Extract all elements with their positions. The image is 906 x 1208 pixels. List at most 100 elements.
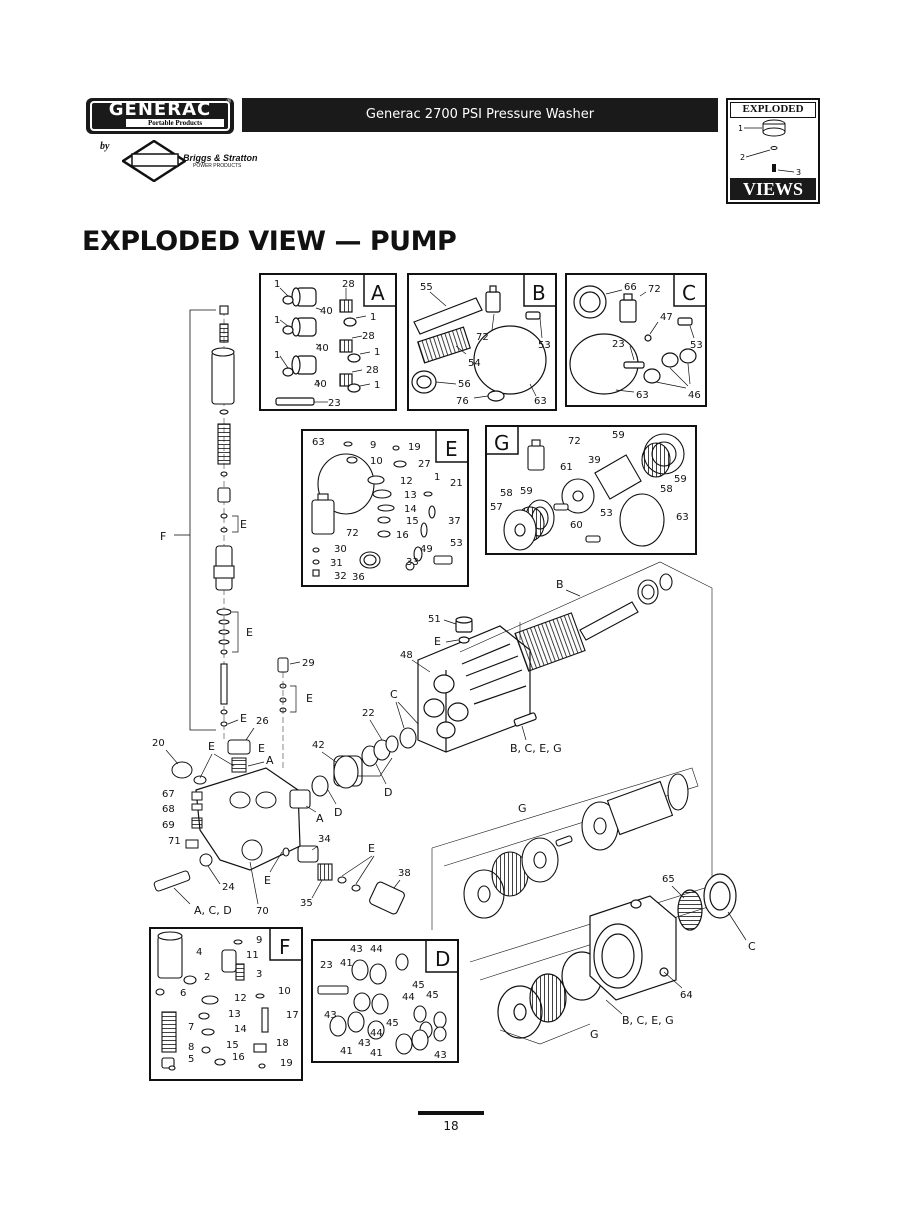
svg-text:76: 76 [456, 396, 469, 407]
svg-text:14: 14 [234, 1024, 247, 1035]
svg-text:10: 10 [370, 456, 383, 467]
label-e-6: E [264, 874, 271, 887]
svg-text:3: 3 [256, 969, 262, 980]
label-f: F [160, 530, 166, 543]
briggs-sub: POWER PRODUCTS [193, 163, 242, 169]
label-69: 69 [162, 820, 175, 831]
svg-text:12: 12 [400, 476, 413, 487]
briggs-name: Briggs & Stratton [183, 153, 258, 163]
svg-text:15: 15 [406, 516, 419, 527]
label-b-1: B [556, 578, 564, 591]
label-e-5: E [258, 742, 265, 755]
svg-text:72: 72 [648, 284, 661, 295]
svg-text:63: 63 [676, 512, 689, 523]
svg-text:19: 19 [408, 442, 421, 453]
svg-text:8: 8 [188, 1042, 194, 1053]
svg-text:61: 61 [560, 462, 573, 473]
svg-text:5: 5 [188, 1054, 194, 1065]
label-e-8: E [434, 635, 441, 648]
svg-text:43: 43 [350, 944, 363, 955]
svg-text:59: 59 [612, 430, 625, 441]
label-g-2: G [590, 1028, 599, 1041]
kit-f-letter: F [279, 935, 291, 959]
label-26: 26 [256, 716, 269, 727]
label-a-1: A [266, 754, 274, 767]
svg-text:72: 72 [346, 528, 359, 539]
label-e-3: E [240, 712, 247, 725]
label-71: 71 [168, 836, 181, 847]
label-42: 42 [312, 740, 325, 751]
label-bceg-2: B, C, E, G [622, 1014, 674, 1027]
svg-text:1: 1 [274, 279, 280, 290]
svg-text:63: 63 [534, 396, 547, 407]
svg-text:53: 53 [450, 538, 463, 549]
label-24: 24 [222, 882, 235, 893]
label-35: 35 [300, 898, 313, 909]
svg-text:28: 28 [366, 365, 379, 376]
badge-top-label: EXPLODED [730, 102, 816, 118]
label-c-1: C [390, 688, 398, 701]
product-title-bar: Generac 2700 PSI Pressure Washer [242, 98, 718, 132]
svg-text:32: 32 [334, 571, 347, 582]
kit-e-letter: E [445, 437, 458, 461]
svg-text:13: 13 [404, 490, 417, 501]
svg-text:15: 15 [226, 1040, 239, 1051]
label-70: 70 [256, 906, 269, 917]
svg-text:9: 9 [370, 440, 376, 451]
svg-text:21: 21 [450, 478, 463, 489]
svg-text:72: 72 [568, 436, 581, 447]
svg-text:49: 49 [420, 544, 433, 555]
svg-text:57: 57 [490, 502, 503, 513]
svg-text:33: 33 [406, 557, 419, 568]
svg-text:6: 6 [180, 988, 186, 999]
svg-text:43: 43 [358, 1038, 371, 1049]
label-34: 34 [318, 834, 331, 845]
kit-d-letter: D [435, 947, 450, 971]
svg-text:45: 45 [412, 980, 425, 991]
svg-text:47: 47 [660, 312, 673, 323]
badge-callout-1: 1 [738, 124, 743, 133]
svg-text:37: 37 [448, 516, 461, 527]
svg-text:1: 1 [274, 350, 280, 361]
svg-text:19: 19 [280, 1058, 293, 1069]
svg-text:30: 30 [334, 544, 347, 555]
kit-a-letter: A [371, 281, 385, 305]
svg-text:39: 39 [588, 455, 601, 466]
svg-text:31: 31 [330, 558, 343, 569]
svg-text:18: 18 [276, 1038, 289, 1049]
page-number-rule [418, 1111, 484, 1115]
svg-text:13: 13 [228, 1009, 241, 1020]
badge-callout-2: 2 [740, 153, 745, 162]
svg-text:72: 72 [476, 332, 489, 343]
label-e-1: E [240, 518, 247, 531]
label-a-2: A [316, 812, 324, 825]
svg-text:1: 1 [274, 315, 280, 326]
svg-text:14: 14 [404, 504, 417, 515]
label-65: 65 [662, 874, 675, 885]
svg-text:1: 1 [370, 312, 376, 323]
label-d-1: D [334, 806, 342, 819]
main-assembly: F E E E [152, 305, 756, 1045]
label-48: 48 [400, 650, 413, 661]
svg-text:1: 1 [374, 380, 380, 391]
svg-text:43: 43 [324, 1010, 337, 1021]
svg-text:41: 41 [370, 1048, 383, 1059]
svg-text:1: 1 [434, 472, 440, 483]
svg-text:63: 63 [636, 390, 649, 401]
badge-callout-3: 3 [796, 168, 801, 177]
svg-text:59: 59 [520, 486, 533, 497]
svg-text:40: 40 [316, 343, 329, 354]
label-20: 20 [152, 738, 165, 749]
page-number: 18 [443, 1119, 459, 1133]
svg-text:36: 36 [352, 572, 365, 583]
svg-text:2: 2 [204, 972, 210, 983]
svg-text:23: 23 [612, 339, 625, 350]
svg-text:41: 41 [340, 958, 353, 969]
label-e-9: E [368, 842, 375, 855]
